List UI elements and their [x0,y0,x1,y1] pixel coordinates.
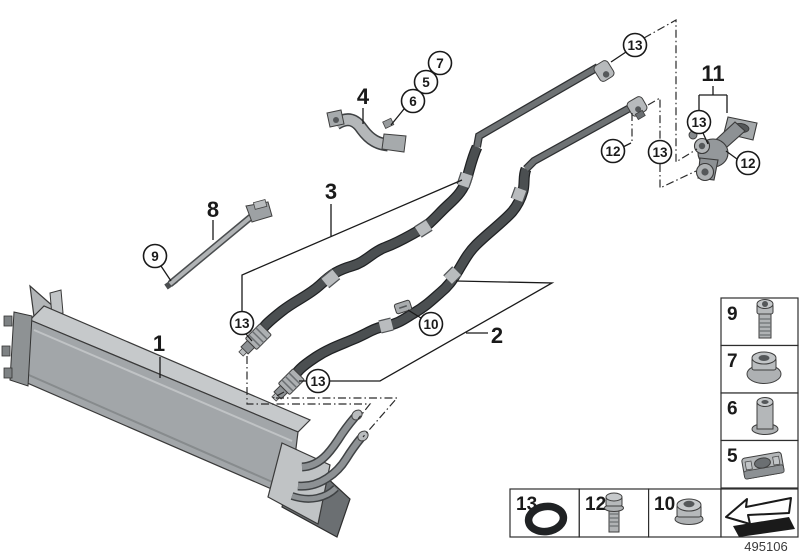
callout-12-left[interactable]: 12 [600,138,626,164]
legend-item-12[interactable]: 12 [578,488,650,538]
label-part-1[interactable]: 1 [153,331,165,356]
svg-text:10: 10 [423,317,438,332]
callout-6[interactable]: 6 [400,88,426,114]
torx-screw-icon [756,299,774,339]
pipe-3-flag-bracket [593,60,615,82]
pipe-3 [474,64,600,148]
svg-text:9: 9 [151,249,159,264]
svg-text:12: 12 [605,144,620,159]
hex-flange-nut-icon [674,498,704,525]
callout-13-line3[interactable]: 13 [229,310,255,336]
svg-text:5: 5 [727,446,738,467]
callout-12-valve[interactable]: 12 [735,150,761,176]
flange-bolt-icon [604,492,624,533]
cooler-pipe-lower [297,436,364,490]
pipe-bracket [326,109,407,153]
label-part-8[interactable]: 8 [207,197,219,222]
callout-13-top[interactable]: 13 [622,32,648,58]
svg-text:6: 6 [409,94,417,109]
label-part-2[interactable]: 2 [491,323,503,348]
oil-line-2 [271,96,648,402]
hose-2-fitting [271,368,305,402]
callout-5[interactable]: 5 [413,69,439,95]
leader-lines [159,51,738,382]
front-direction-arrow-icon [725,497,795,537]
svg-text:10: 10 [654,494,675,515]
label-part-11[interactable]: 11 [701,61,724,86]
cage-nut-icon [741,451,785,480]
legend-item-10[interactable]: 10 [647,488,722,538]
hose-3 [248,145,481,347]
cooler-left-end-plate [9,311,33,387]
svg-text:13: 13 [234,316,250,331]
svg-text:12: 12 [585,494,606,515]
hose-3-fitting [238,323,272,357]
pipe-2-flag-bracket [626,96,648,121]
bracket-stud [382,117,395,129]
svg-text:7: 7 [727,351,738,372]
hose-2 [282,167,531,392]
svg-text:13: 13 [627,38,643,53]
spacer-sleeve-icon [751,397,779,435]
direction-arrow-box [720,488,799,538]
svg-text:6: 6 [727,399,738,420]
flange-nut-icon [746,351,782,384]
svg-text:7: 7 [436,56,444,71]
legend-item-5[interactable]: 5 [720,439,799,489]
oil-cooler [1,284,369,538]
diagram-code: 495106 [744,539,787,554]
svg-text:13: 13 [310,374,326,389]
oil-line-3 [238,60,615,357]
label-part-4[interactable]: 4 [357,84,370,109]
legend-item-6[interactable]: 6 [720,392,799,442]
stay-rod [164,199,273,290]
callout-13-mid[interactable]: 13 [647,139,673,165]
svg-text:13: 13 [652,145,668,160]
callout-10[interactable]: 10 [418,311,444,337]
phantom-lines [246,18,698,438]
label-part-3[interactable]: 3 [325,179,337,204]
callout-13-line2[interactable]: 13 [305,368,331,394]
pipe-2 [524,101,639,171]
cooler-pipe-upper [301,415,358,470]
line-clip-10 [393,299,413,315]
svg-text:5: 5 [422,75,430,90]
legend-item-7[interactable]: 7 [720,344,799,394]
callout-7[interactable]: 7 [427,50,453,76]
legend-item-13[interactable]: 13 [509,488,580,538]
svg-text:9: 9 [727,304,738,325]
callout-9[interactable]: 9 [142,243,168,269]
legend-item-9[interactable]: 9 [720,297,799,347]
callout-13-valve[interactable]: 13 [686,109,712,135]
svg-text:12: 12 [740,156,755,171]
o-ring-icon [524,502,568,536]
svg-text:13: 13 [691,115,707,130]
